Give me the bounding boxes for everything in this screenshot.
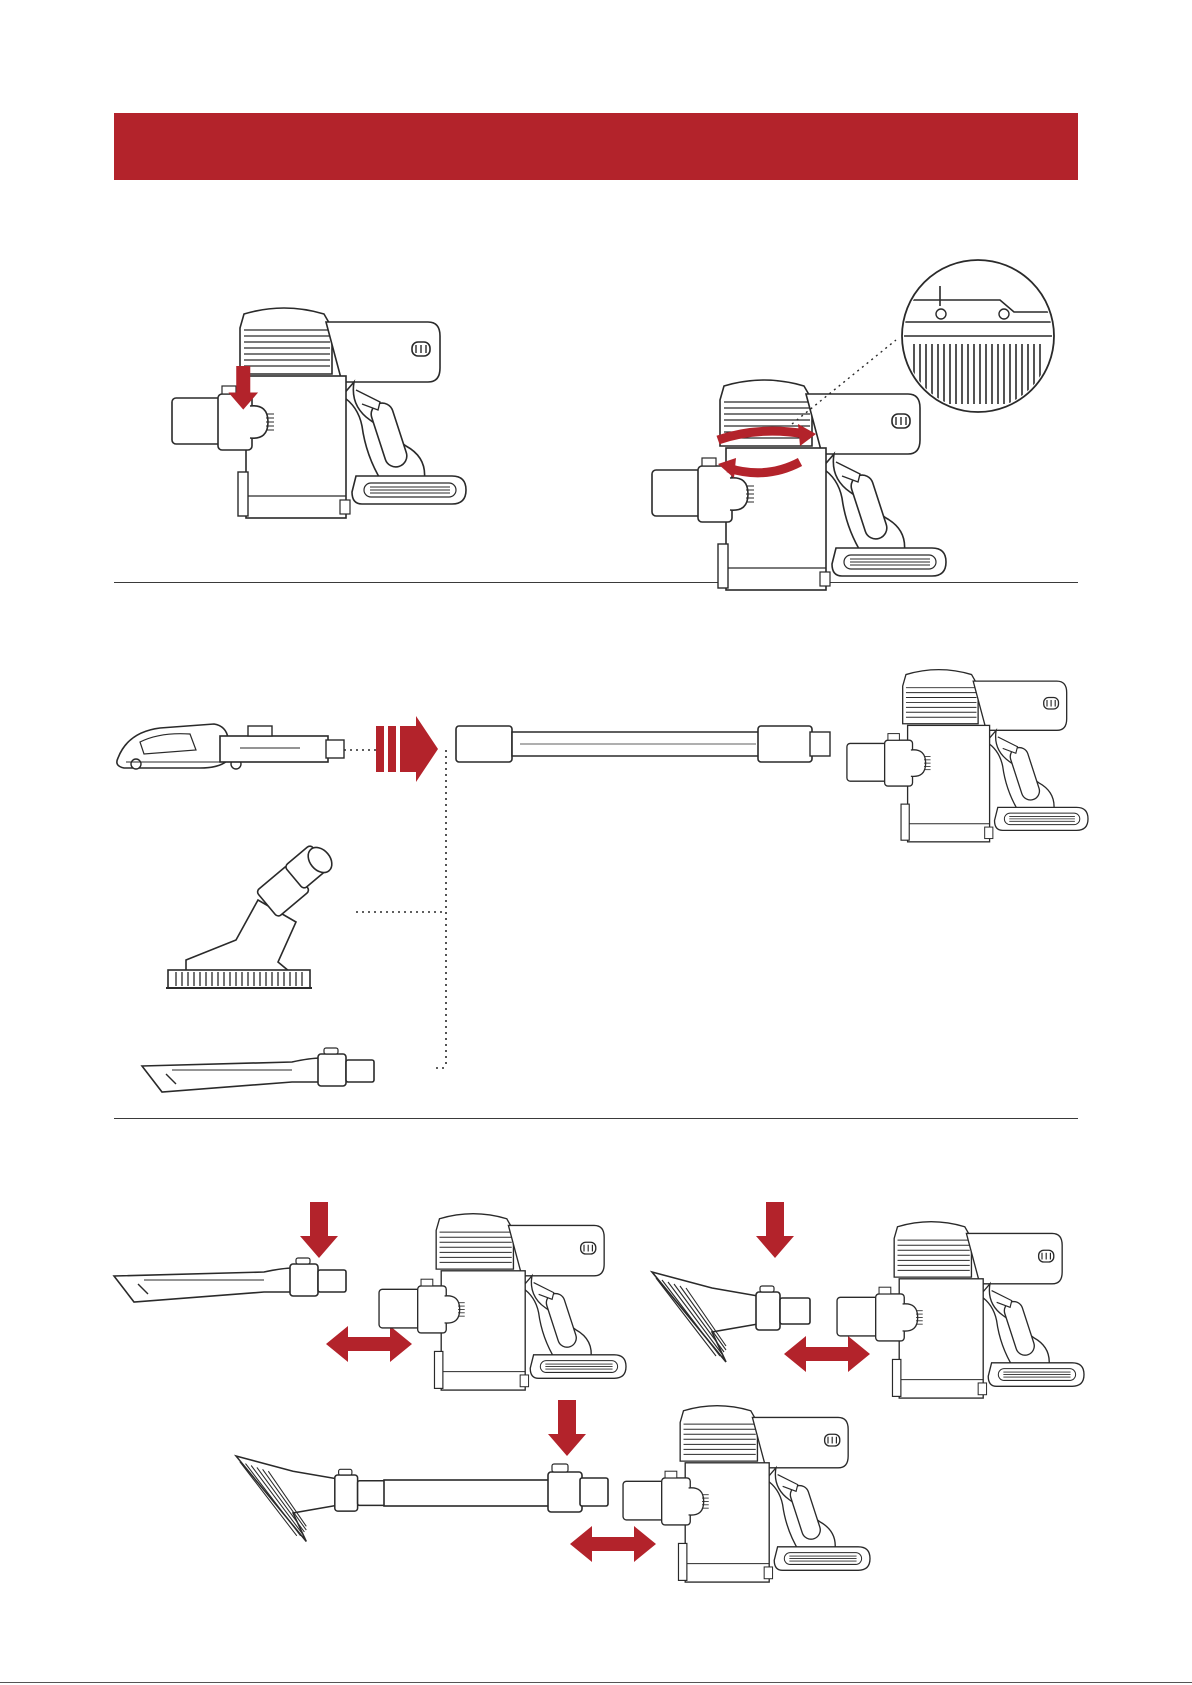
step-attach-crevice-tool [114,1202,626,1390]
step-attach-wide-brush [652,1202,1084,1398]
accessory-connectors [344,750,446,1068]
vacuum-unit [847,670,1088,842]
floor-brush-accessory [117,724,344,769]
lock-detail-callout [900,260,1056,412]
push-arrow [376,716,438,782]
step-rotate-dust-cup [652,260,1056,590]
dusting-brush-accessory [166,843,337,988]
step-attach-brush-with-tube [236,1400,870,1582]
step-release-dust-cup [172,308,466,518]
crevice-tool-accessory [142,1048,374,1092]
extension-tube [456,726,830,762]
